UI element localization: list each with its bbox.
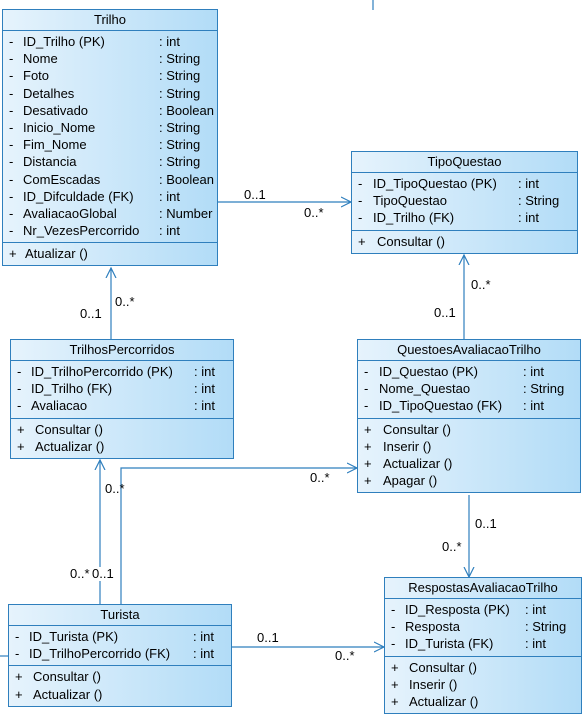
attribute-compartment: -ID_Resposta (PK): int -Resposta: String… [385,599,581,657]
attribute-row: -ID_TipoQuestao (PK): int [358,176,539,191]
class-title: Turista [9,605,231,626]
attribute-row: -Fim_Nome: String [9,137,201,153]
operation-row: +Consultar () [358,233,445,249]
attribute-row: -ID_Difculdade (FK): int [9,188,180,204]
operation-row: +Inserir () [364,438,432,454]
attribute-row: -Nome: String [9,51,201,67]
multiplicity-label: 0..* [304,205,324,220]
attribute-row: -ComEscadas: Boolean [9,171,214,187]
class-title: TrilhosPercorridos [11,340,233,361]
attribute-compartment: -ID_TipoQuestao (PK): int -TipoQuestao: … [352,173,577,231]
attribute-row: -TipoQuestao: String [358,193,560,209]
operation-compartment: +Consultar () +Actualizar () [11,419,233,458]
class-trilhospercorridos[interactable]: TrilhosPercorridos -ID_TrilhoPercorrido … [10,339,234,459]
attribute-row: -ID_TipoQuestao (FK): int [364,398,544,414]
class-title: RespostasAvaliacaoTrilho [385,578,581,599]
class-title: TipoQuestao [352,152,577,173]
class-respostasavaliacaotrilho[interactable]: RespostasAvaliacaoTrilho -ID_Resposta (P… [384,577,582,715]
attribute-compartment: -ID_Questao (PK): int -Nome_Questao: Str… [358,361,580,419]
multiplicity-label: 0..* [442,539,462,554]
attribute-row: -Nr_VezesPercorrido: int [9,223,180,239]
multiplicity-label: 0..* [105,481,125,496]
attribute-row: -ID_Trilho (FK): int [17,381,215,397]
operation-row: +Apagar () [364,473,438,489]
multiplicity-label: 0..1 [475,516,497,531]
multiplicity-label: 0..* [115,294,135,309]
attribute-row: -ID_TrilhoPercorrido (FK): int [15,646,214,662]
attribute-row: -AvaliacaoGlobal: Number [9,205,213,221]
attribute-row: -Detalhes: String [9,85,201,101]
operation-row: +Consultar () [15,669,101,685]
class-tipoquestao[interactable]: TipoQuestao -ID_TipoQuestao (PK): int -T… [351,151,578,254]
attribute-row: -ID_Trilho (PK): int [9,34,180,49]
multiplicity-label: 0..* [471,277,491,292]
attribute-compartment: -ID_Turista (PK): int -ID_TrilhoPercorri… [9,626,231,667]
operation-row: +Inserir () [391,676,458,692]
operation-row: +Actualizar () [15,686,103,702]
multiplicity-label: 0..1 [434,305,456,320]
class-trilho[interactable]: Trilho -ID_Trilho (PK): int -Nome: Strin… [2,9,218,267]
attribute-row: -Avaliacao: int [17,398,215,414]
class-questoesavaliacaotrilho[interactable]: QuestoesAvaliacaoTrilho -ID_Questao (PK)… [357,339,581,494]
attribute-row: -Desativado: Boolean [9,102,214,118]
operation-row: +Actualizar () [17,438,105,454]
class-turista[interactable]: Turista -ID_Turista (PK): int -ID_Trilho… [8,604,232,707]
operation-row: +Atualizar () [9,246,88,262]
attribute-row: -Foto: String [9,68,201,84]
multiplicity-label: 0..* [70,566,90,581]
attribute-row: -ID_Turista (PK): int [15,629,214,644]
multiplicity-label: 0..1 [92,566,114,581]
class-title: Trilho [3,10,217,31]
attribute-row: -ID_Trilho (FK): int [358,210,539,226]
operation-compartment: +Atualizar () [3,243,217,265]
multiplicity-label: 0..1 [257,630,279,645]
operation-compartment: +Consultar () +Inserir () +Actualizar () [385,657,581,714]
attribute-compartment: -ID_TrilhoPercorrido (PK): int -ID_Trilh… [11,361,233,419]
multiplicity-label: 0..* [310,470,330,485]
attribute-row: -Distancia: String [9,154,201,170]
operation-row: +Actualizar () [364,455,453,471]
operation-row: +Consultar () [364,421,451,437]
operation-compartment: +Consultar () +Actualizar () [9,666,231,705]
attribute-row: -ID_Questao (PK): int [364,364,544,379]
multiplicity-label: 0..* [335,648,355,663]
attribute-row: -ID_Turista (FK): int [391,636,546,652]
attribute-row: -Nome_Questao: String [364,381,565,397]
attribute-row: -ID_Resposta (PK): int [391,602,546,617]
multiplicity-label: 0..1 [244,187,266,202]
operation-compartment: +Consultar () [352,231,577,253]
attribute-compartment: -ID_Trilho (PK): int -Nome: String -Foto… [3,31,217,244]
operation-row: +Consultar () [17,421,103,437]
attribute-row: -Inicio_Nome: String [9,119,201,135]
operation-row: +Consultar () [391,659,477,675]
attribute-row: -Resposta: String [391,619,567,635]
multiplicity-label: 0..1 [80,306,102,321]
operation-row: +Actualizar () [391,693,479,709]
operation-compartment: +Consultar () +Inserir () +Actualizar ()… [358,419,580,493]
attribute-row: -ID_TrilhoPercorrido (PK): int [17,364,215,379]
class-title: QuestoesAvaliacaoTrilho [358,340,580,361]
assoc-turista-questoes [120,468,357,604]
